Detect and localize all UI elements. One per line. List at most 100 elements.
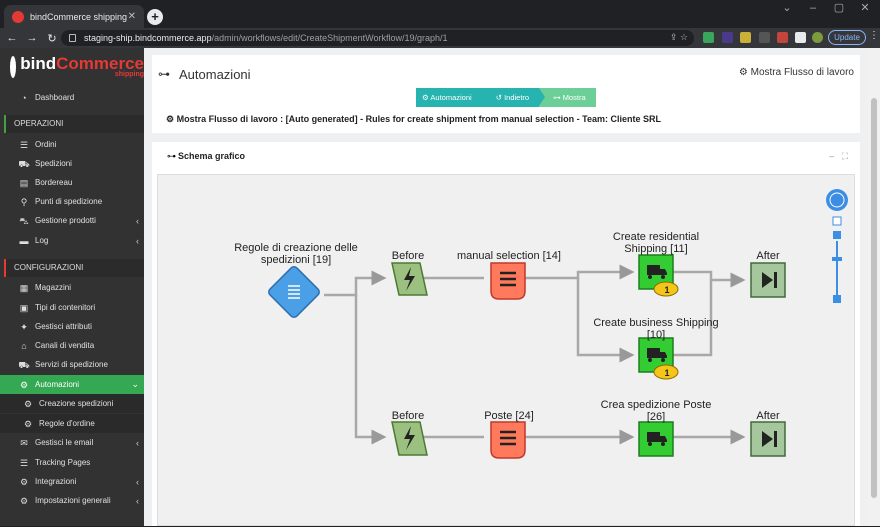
chevron-left-icon: ‹ [136, 235, 139, 246]
scrollbar-thumb[interactable] [871, 98, 877, 498]
cart-icon: ⛍ [19, 215, 29, 226]
browser-menu-icon[interactable]: ⋮ [869, 30, 879, 41]
before-node[interactable] [391, 421, 428, 456]
url-host: staging-ship.bindcommerce.app [84, 33, 212, 43]
sidebar-item-label: Impostazioni generali [35, 496, 111, 505]
sidebar-item-automazioni[interactable]: ⚙ Automazioni ⌄ [0, 375, 144, 394]
sidebar-item-attributi[interactable]: ✦ Gestisci attributi [0, 317, 144, 336]
sidebar-item-bordereau[interactable]: ▤ Bordereau [0, 173, 144, 192]
sidebar-item-dashboard[interactable]: ◔ Dashboard [0, 88, 144, 107]
zoom-out-icon[interactable] [833, 295, 841, 303]
sidebar-item-label: Gestisci attributi [35, 322, 92, 331]
crumb-indietro[interactable]: ↺ Indietro [481, 88, 546, 107]
cogs-icon: ⚙ [19, 379, 29, 390]
graph-card: ⊶ Schema grafico – ⛶ [152, 142, 860, 526]
window-close-icon[interactable]: ✕ [860, 2, 870, 14]
sidebar-item-canali[interactable]: ⌂ Canali di vendita [0, 336, 144, 355]
sidebar-item-servizi[interactable]: ⛟ Servizi di spedizione [0, 355, 144, 374]
pan-control[interactable] [826, 189, 848, 211]
after-node[interactable] [750, 421, 786, 457]
reload-icon[interactable]: ↻ [47, 32, 57, 45]
business-label: Create business Shipping [593, 317, 718, 329]
sidebar-item-punti[interactable]: ⚲ Punti di spedizione [0, 192, 144, 211]
page-scrollbar[interactable] [868, 48, 880, 526]
chevron-left-icon: ‹ [136, 215, 139, 226]
sidebar-item-label: Automazioni [35, 380, 80, 389]
sidebar-item-integrazioni[interactable]: ⚙ Integrazioni ‹ [0, 472, 144, 491]
breadcrumb: ⚙ Automazioni ↺ Indietro ⊶ Mostra [416, 88, 596, 107]
shipping-node-poste[interactable] [638, 421, 674, 457]
sidebar-item-label: Canali di vendita [35, 341, 95, 350]
sidebar-item-label: Log [35, 236, 49, 245]
shipping-node-residential[interactable]: 1 [638, 254, 679, 297]
workflow-canvas[interactable]: Regole di creazione delle spedizioni [19… [157, 174, 855, 526]
tab-search-icon[interactable]: ⌄ [782, 2, 792, 14]
business-label: [10] [647, 329, 665, 341]
profile-icon[interactable] [812, 32, 823, 43]
browser-tab[interactable]: bindCommerce shipping ✕ [4, 5, 144, 28]
sidebar-item-email[interactable]: ✉ Gestisci le email ‹ [0, 433, 144, 452]
maximize-icon[interactable]: ▢ [833, 2, 845, 14]
manual-label: manual selection [14] [457, 250, 561, 262]
sidebar-item-contenitori[interactable]: ▣ Tipi di contenitori [0, 298, 144, 317]
sidebar-item-label: Magazzini [35, 283, 72, 292]
after-label: After [756, 250, 780, 262]
tab-close-icon[interactable]: ✕ [127, 11, 136, 22]
sidebar-item-ordini[interactable]: ☰ Ordini [0, 135, 144, 154]
workflow-subtitle: ⚙ Mostra Flusso di lavoro : [Auto genera… [166, 114, 661, 124]
before-node[interactable] [391, 262, 428, 296]
main-content: ⊶ Automazioni ⚙ Mostra Flusso di lavoro … [144, 48, 868, 526]
sidebar-item-label: Tipi di contenitori [35, 303, 96, 312]
shipping-node-business[interactable]: 1 [638, 337, 679, 380]
rule-node-poste[interactable] [490, 421, 526, 459]
sidebar-item-regole[interactable]: ⚙ Regole d'ordine [0, 414, 144, 433]
poste-ship-label: Crea spedizione Poste [601, 399, 712, 411]
log-icon: ▬ [19, 235, 29, 246]
zoom-slider-handle[interactable] [832, 257, 842, 261]
extension-icon[interactable] [740, 32, 751, 43]
address-bar[interactable]: staging-ship.bindcommerce.app /admin/wor… [61, 30, 694, 46]
document-icon: ▤ [19, 177, 29, 188]
forward-icon[interactable]: → [26, 32, 38, 44]
zoom-reset-icon[interactable] [832, 216, 842, 226]
after-node[interactable] [750, 262, 786, 298]
brand-logo[interactable]: bindCommerce shipping [0, 48, 144, 86]
collapse-icon[interactable]: – [829, 151, 835, 161]
new-tab-button[interactable]: + [147, 9, 163, 25]
sidebar-item-creazione[interactable]: ⚙ Creazione spedizioni [0, 394, 144, 413]
sidebar-item-log[interactable]: ▬ Log ‹ [0, 231, 144, 250]
sidebar-item-magazzini[interactable]: ▦ Magazzini [0, 278, 144, 297]
sidebar-item-impostazioni[interactable]: ⚙ Impostazioni generali ‹ [0, 491, 144, 510]
sidebar-item-prodotti[interactable]: ⛍ Gestione prodotti ‹ [0, 211, 144, 230]
sidebar: bindCommerce shipping ◔ Dashboard OPERAZ… [0, 48, 144, 526]
update-button[interactable]: Update [828, 30, 866, 45]
fullscreen-icon[interactable]: ⛶ [841, 151, 848, 161]
rule-node-manual-selection[interactable] [490, 262, 526, 300]
sidebar-item-tracking[interactable]: ☰ Tracking Pages [0, 453, 144, 472]
sidebar-item-spedizioni[interactable]: ⛟ Spedizioni [0, 154, 144, 173]
minimize-icon[interactable]: – [809, 2, 817, 14]
extension-icon[interactable] [759, 32, 770, 43]
extension-icon[interactable] [722, 32, 733, 43]
start-label: Regole di creazione delle [234, 242, 358, 254]
header-card: ⊶ Automazioni ⚙ Mostra Flusso di lavoro … [152, 55, 860, 133]
section-config: CONFIGURAZIONI [4, 259, 144, 277]
share-bookmark-icons[interactable]: ⇪ ☆ [669, 32, 688, 42]
chevron-left-icon: ‹ [136, 437, 139, 448]
back-icon[interactable]: ← [6, 32, 18, 44]
sitemap-icon: ⊶ [167, 151, 176, 161]
residential-label: Create residential [613, 231, 699, 243]
residential-label: Shipping [11] [624, 243, 687, 255]
puzzle-icon[interactable] [795, 32, 806, 43]
before-label: Before [392, 250, 424, 262]
extension-icon[interactable] [703, 32, 714, 43]
extension-icon[interactable] [777, 32, 788, 43]
crumb-automazioni[interactable]: ⚙ Automazioni [416, 88, 488, 107]
envelope-icon: ✉ [20, 437, 28, 448]
show-workflow-link[interactable]: ⚙ Mostra Flusso di lavoro [738, 67, 854, 78]
after-label: After [756, 410, 780, 422]
zoom-in-icon[interactable] [833, 231, 841, 239]
browser-toolbar: ← → ↻ staging-ship.bindcommerce.app /adm… [0, 28, 880, 48]
start-node[interactable] [267, 265, 321, 319]
list-icon: ☰ [19, 457, 29, 468]
